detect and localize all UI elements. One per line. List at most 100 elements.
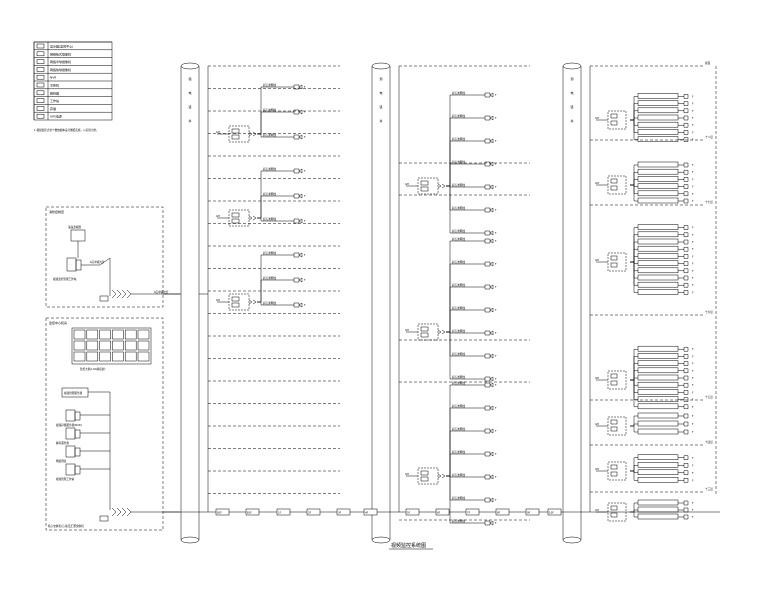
svg-text:GH: GH [405, 472, 409, 476]
camera-icon [484, 115, 494, 121]
camera-icon [293, 302, 303, 308]
svg-text:F: F [692, 369, 694, 373]
legend-text: 工作站 [50, 98, 59, 103]
cable-label: 超五类网线 [452, 381, 465, 385]
video-wall-tile [112, 351, 124, 362]
camera-icon [678, 404, 689, 410]
camera-icon [678, 137, 689, 142]
camera-icon [678, 108, 689, 114]
storage-icon [36, 106, 45, 111]
svg-text:F: F [692, 515, 694, 519]
camera-icon [678, 368, 689, 374]
camera-icon [678, 455, 689, 460]
svg-text:F: F [692, 414, 694, 418]
legend: 显示器(监控中心)网络枪式摄像机网络半球摄像机网络快球摄像机NVR交换机解码器工… [33, 41, 113, 132]
camera-icon [293, 277, 303, 283]
camera-icon [678, 463, 689, 468]
device-icon [65, 427, 76, 440]
svg-text:F: F [495, 354, 497, 358]
camera-icon [678, 421, 689, 427]
video-wall-tile [124, 340, 137, 351]
video-wall-tile [73, 340, 86, 351]
bus-floor-label: 4F [365, 511, 369, 515]
riser-label: 电 [380, 90, 383, 95]
camera-icon [484, 376, 494, 382]
cable-label: 超五类网线 [452, 283, 465, 287]
legend-text: 网络快球摄像机 [50, 67, 71, 72]
svg-text:F: F [692, 405, 694, 409]
cable-label: 超五类网线 [263, 83, 276, 87]
ptz-camera-icon [36, 67, 45, 72]
legend-text: UPS电源 [50, 114, 62, 119]
camera-icon [678, 413, 689, 419]
camera-icon [293, 84, 303, 90]
video-wall-tile [86, 351, 99, 362]
video-wall-tile [99, 329, 111, 340]
nvr-icon [36, 74, 45, 80]
trunk-label-1: 6芯单模光纤 [154, 290, 169, 294]
svg-text:F: F [692, 354, 694, 358]
camera-icon [678, 507, 689, 513]
riser-label: 井 [380, 118, 383, 123]
svg-text:F: F [495, 239, 497, 243]
camera-icon [484, 330, 494, 336]
cable-label: 超五类网线 [452, 260, 465, 264]
camera-icon [678, 254, 689, 259]
camera-icon [293, 109, 303, 115]
svg-text:F: F [692, 226, 694, 230]
svg-text:F: F [692, 290, 694, 294]
floor-section-label: 十五层 [705, 395, 713, 399]
cable-label: 超五类网线 [452, 473, 465, 477]
room1-title: 消防控制室 [49, 209, 64, 214]
svg-text:F: F [692, 116, 694, 120]
svg-text:F: F [692, 471, 694, 475]
camera-icon [678, 382, 689, 388]
legend-text: 网络枪式摄像机 [50, 51, 71, 56]
camera-icon [484, 353, 494, 359]
bus-floor-label: 9F [527, 511, 531, 515]
camera-icon [678, 246, 689, 252]
svg-text:F: F [692, 192, 694, 196]
camera-icon [678, 94, 689, 99]
svg-text:F: F [692, 430, 694, 434]
camera-icon [678, 268, 689, 274]
svg-text:F: F [692, 463, 694, 467]
cable-label: 超五类网线 [452, 183, 465, 187]
camera-icon [678, 514, 689, 520]
cable-label: 超五类网线 [263, 192, 276, 196]
svg-text:F: F [495, 185, 497, 189]
svg-text:F: F [495, 93, 497, 97]
cable-label: 超五类网线 [452, 450, 465, 454]
camera-icon [678, 239, 689, 245]
cable-label: 超五类网线 [263, 251, 276, 255]
room2-title: 监控中心机房 [49, 320, 67, 325]
camera-icon [293, 168, 303, 174]
cable-label: 超五类网线 [452, 496, 465, 500]
cable-label: 超五类网线 [452, 229, 465, 233]
legend-text: NVR [50, 76, 56, 80]
camera-icon [678, 130, 689, 135]
camera-icon [484, 428, 494, 434]
video-wall-tile [73, 351, 86, 362]
camera-icon [678, 184, 689, 189]
svg-text:F: F [692, 390, 694, 394]
svg-text:F: F [495, 429, 497, 433]
cable-label: 超五类网线 [452, 519, 465, 523]
workstation-label: 视频监控管理工作站 [53, 277, 77, 281]
svg-text:F: F [692, 254, 694, 258]
svg-text:F: F [495, 139, 497, 143]
drawing-title: 视频监控系统图 [391, 542, 426, 549]
workstation-icon [66, 257, 77, 272]
camera-icon [484, 474, 494, 480]
svg-text:F: F [692, 269, 694, 273]
legend-text: 显示器(监控中心) [50, 44, 73, 49]
svg-text:F: F [692, 185, 694, 189]
camera-icon [678, 500, 689, 506]
camera-icon [678, 191, 689, 197]
riser-label: 弱 [380, 77, 383, 81]
cable-label: 超五类网线 [452, 375, 465, 379]
video-wall [71, 327, 152, 365]
floor-section-label: 十六层 [705, 310, 713, 314]
